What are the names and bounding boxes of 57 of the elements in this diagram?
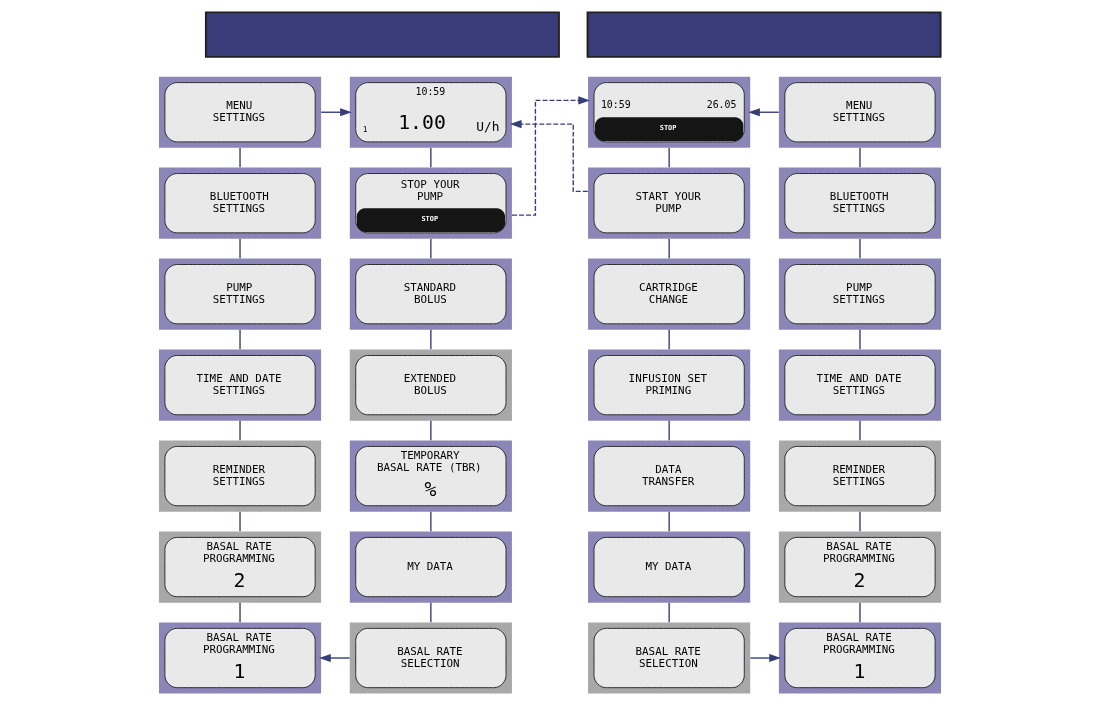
connector xyxy=(668,238,670,259)
node-box: BLUETOOTH SETTINGS xyxy=(778,167,942,239)
connector xyxy=(668,602,670,623)
connector xyxy=(430,147,432,168)
node-box: BASAL RATE PROGRAMMING 1 xyxy=(778,622,942,694)
connector xyxy=(430,329,432,350)
node-box: REMINDER SETTINGS xyxy=(778,440,942,512)
connector xyxy=(859,602,861,623)
connector xyxy=(668,420,670,441)
connector xyxy=(430,238,432,259)
node-box: STANDARD BOLUS xyxy=(349,258,512,330)
node-box: BASAL RATE PROGRAMMING 2 xyxy=(778,531,942,603)
node-box: INFUSION SET PRIMING xyxy=(588,349,751,421)
node-box: PUMP SETTINGS xyxy=(158,258,322,330)
arrow xyxy=(749,653,781,663)
connector xyxy=(668,511,670,532)
connector xyxy=(430,511,432,532)
node-box: BLUETOOTH SETTINGS xyxy=(158,167,322,239)
arrow xyxy=(320,108,352,117)
connector xyxy=(239,602,241,623)
connector xyxy=(430,602,432,623)
node-box: MENU SETTINGS xyxy=(158,76,322,148)
connector xyxy=(239,147,241,168)
connector xyxy=(859,147,861,168)
node-box: BASAL RATE PROGRAMMING 1 xyxy=(158,622,322,694)
node-bar xyxy=(204,11,560,58)
arrow xyxy=(319,653,351,663)
connector xyxy=(668,147,670,168)
node-bar xyxy=(586,11,942,58)
connector xyxy=(239,238,241,259)
node-box: EXTENDED BOLUS xyxy=(349,349,512,421)
node-box: TIME AND DATE SETTINGS xyxy=(778,349,942,421)
node-box: CARTRIDGE CHANGE xyxy=(588,258,751,330)
node-box: BASAL RATE SELECTION xyxy=(349,622,512,694)
arrow xyxy=(511,96,590,216)
node-box: BASAL RATE SELECTION xyxy=(588,622,751,694)
arrow xyxy=(748,108,780,117)
node-box: DATA TRANSFER xyxy=(588,440,751,512)
node-box: REMINDER SETTINGS xyxy=(158,440,322,512)
connector xyxy=(859,511,861,532)
connector xyxy=(859,329,861,350)
node-box: TEMPORARY BASAL RATE (TBR) % xyxy=(349,440,512,512)
node-box: 10:59 1 1.00 U/h xyxy=(349,76,512,148)
node-box: MY DATA xyxy=(349,531,512,603)
node-box: MENU SETTINGS xyxy=(778,76,942,148)
connector xyxy=(430,420,432,441)
connector xyxy=(239,511,241,532)
node-box: TIME AND DATE SETTINGS xyxy=(158,349,322,421)
node-box: MY DATA xyxy=(588,531,751,603)
node-box: BASAL RATE PROGRAMMING 2 xyxy=(158,531,322,603)
connector xyxy=(239,420,241,441)
node-box: START YOUR PUMP xyxy=(588,167,751,239)
node-box: PUMP SETTINGS xyxy=(778,258,942,330)
connector xyxy=(859,420,861,441)
connector xyxy=(859,238,861,259)
connector xyxy=(668,329,670,350)
connector xyxy=(239,329,241,350)
